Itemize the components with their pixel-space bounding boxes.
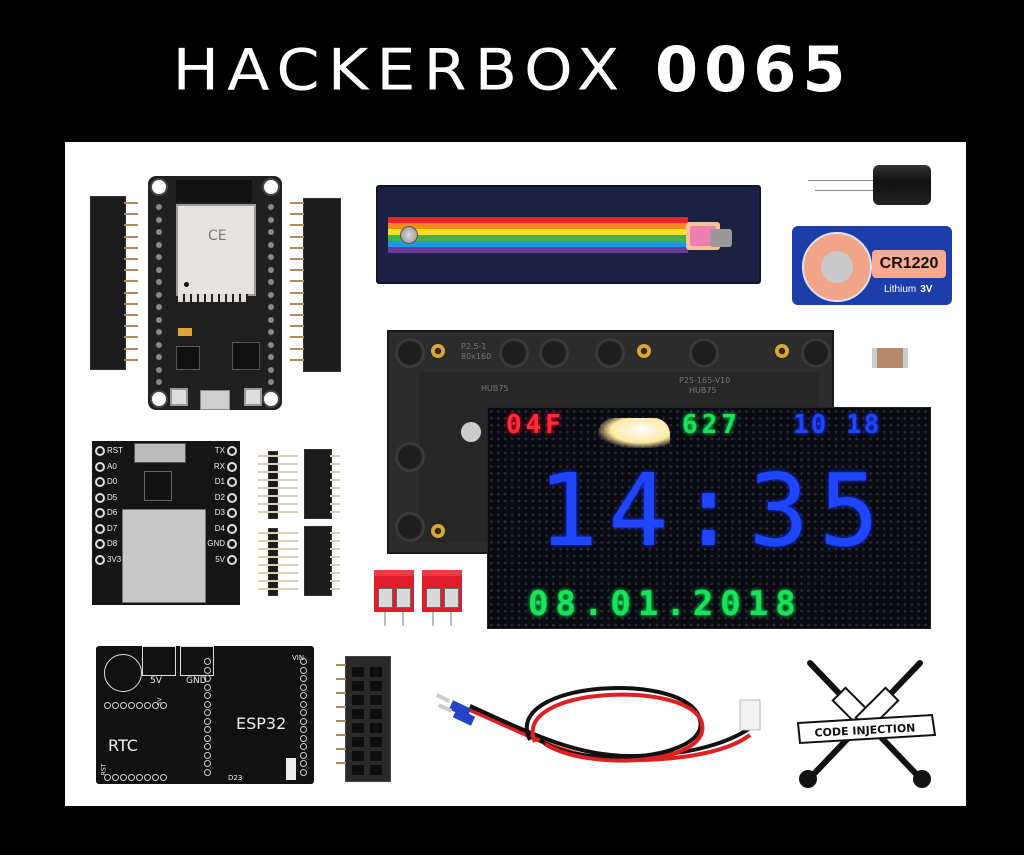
mount-hole [262,390,280,408]
esp32-wroom-module: CE [176,204,256,296]
grommet-icon [400,226,418,244]
en-button[interactable] [170,388,188,406]
power-cable [435,686,761,763]
voltage-regulator [176,346,200,370]
sticker-text: CODE INJECTION [814,721,916,739]
mount-hole [150,390,168,408]
matrix-top-right: 10 18 [793,410,882,440]
pin-label: GND [207,539,225,548]
pin-label: D3 [214,508,225,517]
issue-number: 0065 [654,33,852,106]
esp32-devkit-board: CE [148,176,282,410]
mount-hole [150,178,168,196]
matrix-date: 08.01.2018 [528,584,803,624]
microsd-slot[interactable] [122,509,206,603]
terminal-block [374,570,414,626]
usb-uart-chip [232,342,260,370]
matrix-top-mid: 627 [682,410,741,440]
rgb-led-matrix: 04F 627 10 18 14:35 08.01.2018 [487,407,931,629]
matrix-top-left: 04F [506,410,565,440]
pin-label: D8 [107,539,118,548]
pin-label: D0 [107,477,118,486]
boot-button[interactable] [244,388,262,406]
rtc-esp32-pcb: 5V GND VIN RTC ESP32 D23 RST 5V [96,646,314,784]
terminal-block [422,570,462,626]
pin-label: D2 [214,492,225,502]
pin-label: A0 [107,461,117,471]
ic-chip [144,471,172,501]
crystal [134,443,186,463]
female-header [345,656,391,782]
pin-label: D5 [107,492,118,502]
brand-logo: HACKERBOX [172,35,628,104]
rtc-label: RTC [108,736,138,755]
code-injection-sticker: CODE INJECTION [796,660,937,788]
pin-label: 3V3 [107,554,122,564]
matrix-time: 14:35 [538,452,890,569]
page-title: HACKERBOX 0065 [0,28,1024,112]
battery-holder-outline [104,654,142,692]
pin-label: RX [213,461,225,471]
smd-component [178,328,192,336]
smd-capacitor [872,348,908,368]
pin-label: 5V [215,554,225,564]
pin-label: D4 [214,523,225,533]
nyan-cat-patch [376,185,761,284]
cat-face-icon [710,229,732,247]
pin-label: D6 [107,508,118,517]
pin-label: D7 [107,523,118,533]
pin-label: TX [214,446,225,455]
pin-label: RST [107,446,123,455]
esp32-label: ESP32 [236,714,287,733]
pcb-antenna [176,180,252,202]
pin-label: D1 [214,477,225,486]
module-pads [178,294,248,302]
battery-model: CR1220 [872,250,946,278]
mount-hole [262,178,280,196]
rainbow-stripes [388,217,688,253]
coin-cell [802,232,872,302]
cloud-icon [598,418,670,448]
micro-usb-port[interactable] [200,390,230,410]
